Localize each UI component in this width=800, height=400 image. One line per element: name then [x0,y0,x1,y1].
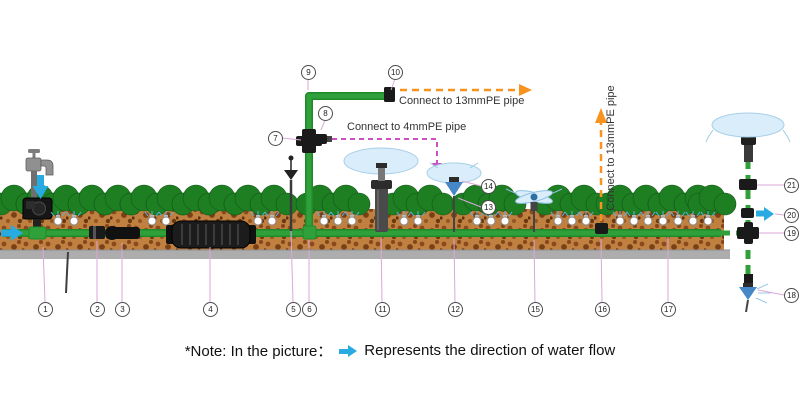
riser-barb-icon [595,223,608,234]
marker-14: 14 [481,179,496,194]
note: *Note: In the picture： Represents the dir… [0,340,800,361]
riser-pipe [305,92,386,235]
leader-lines [42,78,785,303]
marker-15: 15 [528,302,543,317]
marker-1: 1 [38,302,53,317]
faucet-icon [25,149,54,198]
flow-direction-arrow-icon [339,342,358,359]
marker-18: 18 [784,288,799,303]
ground-base [0,249,730,259]
marker-10: 10 [388,65,403,80]
faucet-down-arrow [32,175,49,199]
note-prefix: *Note: In the picture： [184,343,333,360]
pe13-dashed-arrow-right [595,108,608,234]
side-tee-icon [737,222,759,244]
marker-5: 5 [286,302,301,317]
side-dashed-pipe [721,160,751,280]
marker-12: 12 [448,302,463,317]
mister-stake-icon [284,155,298,231]
marker-20: 20 [784,208,799,223]
marker-9: 9 [301,65,316,80]
pe13-dashed-arrow-top [400,84,532,96]
rotary-sprinkler-icon [505,188,563,232]
annotation-connect-13mm-top: Connect to 13mmPE pipe [399,95,525,107]
filter-icon [166,220,256,249]
popup-sprinkler-icon [343,147,419,232]
marker-17: 17 [661,302,676,317]
micro-sprayer-icon [426,162,482,232]
barb-connector-icon [314,134,332,144]
marker-19: 19 [784,226,799,241]
marker-11: 11 [375,302,390,317]
end-plug-icon [384,87,395,102]
hedge-row [0,184,737,216]
marker-13: 13 [481,200,496,215]
marker-8: 8 [318,106,333,121]
side-coupling-icon [739,179,757,190]
water-timer-icon [22,197,53,240]
inflow-arrow [1,225,23,241]
pipe-coupling-icon [89,226,105,239]
marker-2: 2 [90,302,105,317]
marker-21: 21 [784,178,799,193]
side-bottom-sprinkler-icon [739,274,771,313]
outflow-arrow [741,207,774,221]
marker-16: 16 [595,302,610,317]
note-suffix: Represents the direction of water flow [364,342,616,359]
annotation-connect-13mm-right: Connect to 13mmPE pipe [605,85,617,211]
marker-4: 4 [203,302,218,317]
side-top-sprinkler-icon [705,112,791,162]
pipe-tee-icon [302,225,317,240]
ground-stake-icon [65,251,69,294]
marker-3: 3 [115,302,130,317]
marker-7: 7 [268,131,283,146]
annotation-connect-4mm: Connect to 4mmPE pipe [347,121,467,133]
inline-valve-icon [105,226,140,240]
marker-6: 6 [302,302,317,317]
